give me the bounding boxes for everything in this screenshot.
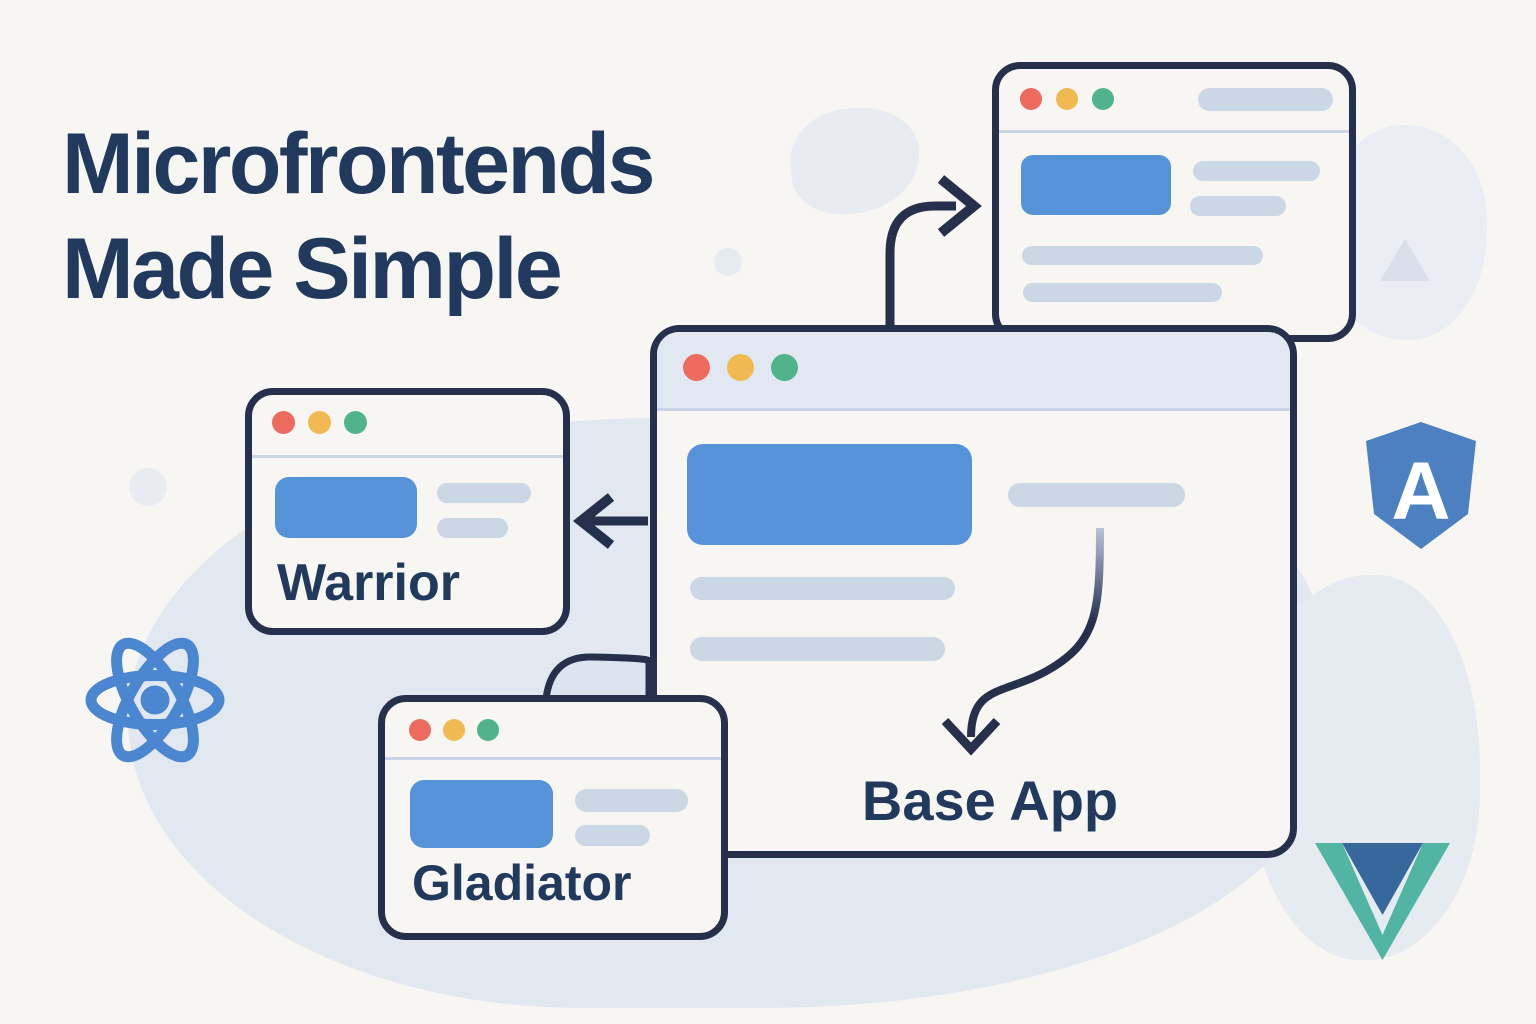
header-placeholder-bar	[1198, 88, 1333, 111]
page-title-line2: Made Simple	[62, 220, 563, 317]
window-label: Base App	[861, 769, 1119, 832]
traffic-light-green-icon	[344, 411, 367, 434]
traffic-light-green-icon	[1092, 88, 1114, 110]
window-gladiator: Gladiator	[378, 695, 728, 940]
angular-logo-icon: A	[1366, 422, 1476, 549]
traffic-lights	[409, 719, 499, 741]
window-label: Gladiator	[412, 855, 632, 911]
traffic-light-green-icon	[771, 354, 798, 381]
window-header	[657, 332, 1290, 411]
text-placeholder	[575, 825, 650, 846]
text-placeholder	[690, 577, 955, 600]
traffic-light-red-icon	[409, 719, 431, 741]
page-title-line1: Microfrontends	[62, 116, 655, 212]
traffic-light-yellow-icon	[308, 411, 331, 434]
text-placeholder	[690, 637, 945, 661]
traffic-light-yellow-icon	[727, 354, 754, 381]
content-hero-block	[1021, 155, 1171, 215]
traffic-light-red-icon	[1020, 88, 1042, 110]
react-logo-icon	[85, 637, 225, 763]
window-warrior: Warrior	[245, 388, 570, 635]
traffic-light-red-icon	[272, 411, 295, 434]
window-separator	[999, 130, 1349, 133]
traffic-lights	[683, 354, 798, 381]
arrow-right-head-icon	[937, 175, 982, 237]
text-placeholder	[1190, 196, 1286, 216]
text-placeholder	[1193, 161, 1320, 181]
content-hero-block	[410, 780, 553, 848]
text-placeholder	[575, 789, 688, 812]
vue-logo-icon	[1315, 843, 1450, 960]
decor-triangle-icon	[1380, 239, 1430, 281]
window-separator	[385, 757, 721, 760]
text-placeholder	[1008, 483, 1185, 507]
page-title: Microfrontends Made Simple	[62, 112, 655, 322]
decor-circle-left	[129, 468, 167, 506]
window-separator	[252, 455, 563, 458]
traffic-light-red-icon	[683, 354, 710, 381]
text-placeholder	[1023, 283, 1222, 302]
arrow-to-remote	[885, 201, 956, 327]
window-label: Warrior	[277, 554, 460, 612]
decor-circle-center	[714, 248, 742, 276]
traffic-lights	[1020, 88, 1114, 110]
text-placeholder	[437, 483, 531, 503]
window-base-app: Base App	[650, 325, 1297, 858]
traffic-lights	[272, 411, 367, 434]
angular-letter: A	[1391, 446, 1450, 537]
background-blob-top	[783, 99, 927, 222]
traffic-light-yellow-icon	[443, 719, 465, 741]
traffic-light-yellow-icon	[1056, 88, 1078, 110]
content-hero-block	[275, 477, 417, 538]
content-hero-block	[687, 444, 972, 545]
traffic-light-green-icon	[477, 719, 499, 741]
text-placeholder	[1022, 246, 1263, 265]
text-placeholder	[437, 518, 508, 538]
window-remote-detail	[992, 62, 1356, 342]
